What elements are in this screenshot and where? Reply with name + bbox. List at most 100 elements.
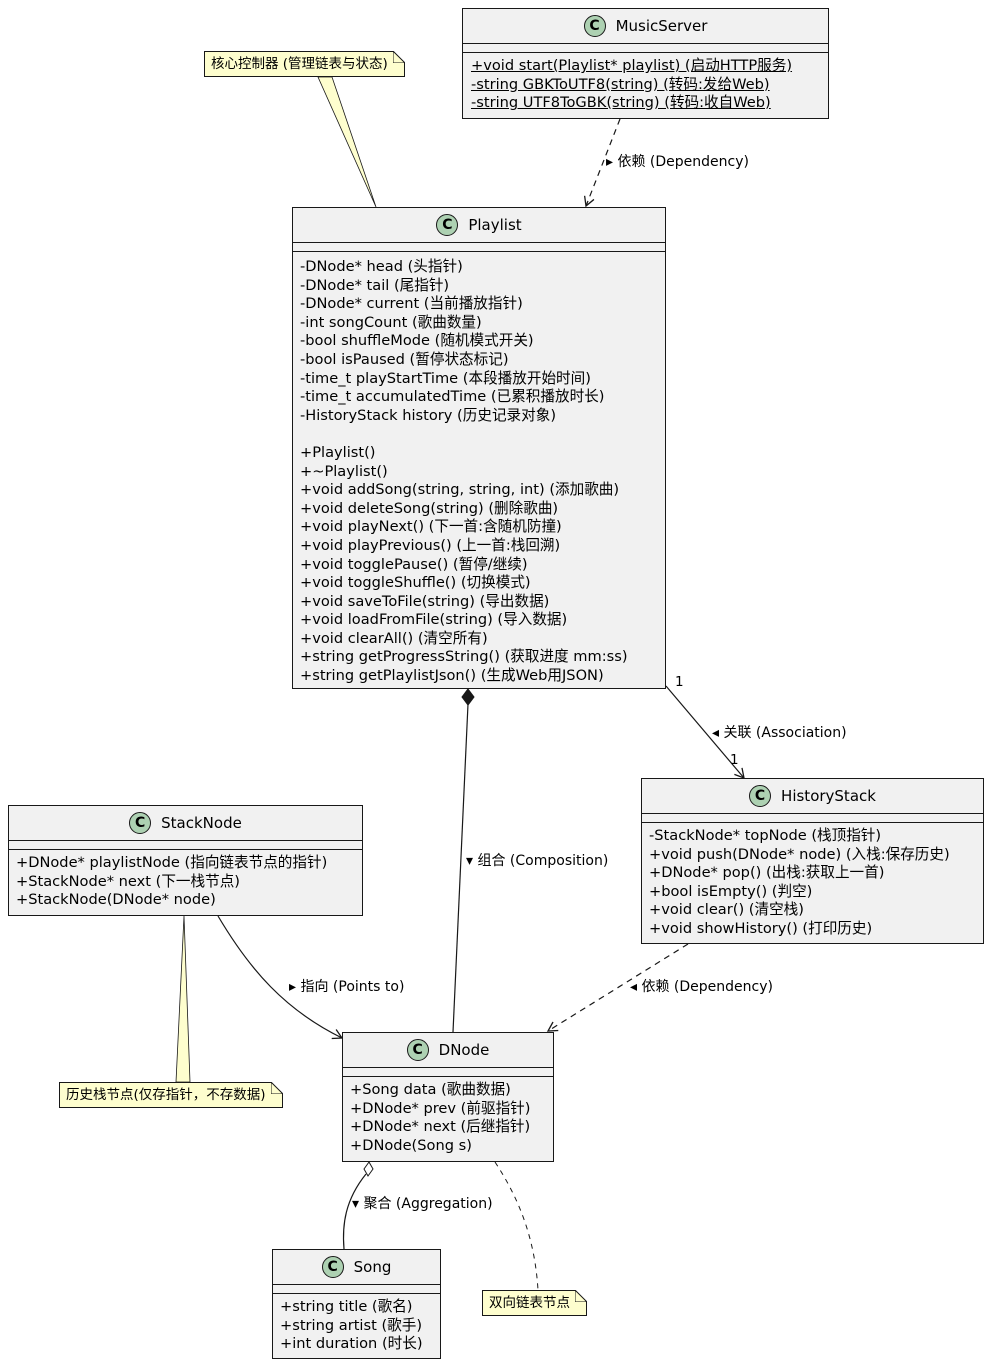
class-header: C DNode <box>343 1033 553 1068</box>
class-method: +~Playlist() <box>300 462 388 480</box>
class-method: +void toggleShuffle() (切换模式) <box>300 574 531 592</box>
class-method: +void clearAll() (清空所有) <box>300 629 488 647</box>
history-stack-class: C HistoryStack -StackNode* topNode (栈顶指针… <box>641 778 984 944</box>
class-field-compartment <box>463 44 828 53</box>
class-method: +void playPrevious() (上一首:栈回溯) <box>300 536 561 554</box>
class-method: +Playlist() <box>300 443 376 461</box>
class-name: Song <box>353 1258 392 1276</box>
aggregation-diamond <box>363 1161 374 1177</box>
class-divider <box>9 841 362 850</box>
dependency-label-text: 依赖 (Dependency) <box>617 154 749 170</box>
association-label-text: 关联 (Association) <box>723 725 847 741</box>
association-label: ◂ 关联 (Association) <box>712 724 847 742</box>
class-members: +string title (歌名) +string artist (歌手) +… <box>273 1294 440 1358</box>
class-method: +void loadFromFile(string) (导入数据) <box>300 611 568 629</box>
class-method: +void togglePause() (暂停/继续) <box>300 555 528 573</box>
stack-node-class: C StackNode +DNode* playlistNode (指向链表节点… <box>8 805 363 916</box>
class-header: C StackNode <box>9 806 362 841</box>
class-member: +DNode* prev (前驱指针) <box>350 1099 531 1117</box>
class-name: MusicServer <box>615 17 708 35</box>
direction-arrow-icon: ◂ <box>712 725 720 741</box>
aggregation-label-text: 聚合 (Aggregation) <box>363 1196 493 1212</box>
class-name: StackNode <box>161 814 242 832</box>
note-fold-icon <box>575 1290 587 1302</box>
direction-arrow-icon: ▾ <box>466 853 474 869</box>
class-method-compartment: +void start(Playlist* playlist) (启动HTTP服… <box>463 53 828 117</box>
playlist-note: 核心控制器 (管理链表与状态) <box>204 51 405 77</box>
direction-arrow-icon: ▸ <box>606 154 614 170</box>
note-fold-icon <box>392 51 405 63</box>
class-method: +void playNext() (下一首:含随机防撞) <box>300 518 562 536</box>
class-field: -DNode* head (头指针) <box>300 258 463 275</box>
class-method: +string getPlaylistJson() (生成Web用JSON) <box>300 667 604 685</box>
class-name: Playlist <box>468 216 522 234</box>
class-member: +void push(DNode* node) (入栈:保存历史) <box>649 845 950 863</box>
association-line <box>665 685 745 780</box>
class-member: +string artist (歌手) <box>280 1316 423 1334</box>
playlist-class: C Playlist -DNode* head (头指针) -DNode* ta… <box>292 207 666 689</box>
class-member: -string UTF8ToGBK(string) (转码:收自Web) <box>471 94 771 112</box>
class-field: -int songCount (歌曲数量) <box>300 313 482 331</box>
dnode-class: C DNode +Song data (歌曲数据) +DNode* prev (… <box>342 1032 554 1162</box>
class-member: +int duration (时长) <box>280 1335 423 1353</box>
class-header: C Song <box>273 1250 440 1285</box>
note-fold-icon <box>270 1082 283 1094</box>
class-divider <box>642 814 983 823</box>
class-field: -HistoryStack history (历史记录对象) <box>300 406 557 424</box>
stack-node-note-connector <box>175 915 191 1083</box>
class-field: -DNode* current (当前播放指针) <box>300 295 523 313</box>
class-member: +DNode(Song s) <box>350 1136 472 1154</box>
dependency2-label-text: 依赖 (Dependency) <box>641 979 773 995</box>
class-members: -StackNode* topNode (栈顶指针) +void push(DN… <box>642 823 983 943</box>
points-to-line <box>217 915 344 1040</box>
class-icon: C <box>749 785 772 807</box>
class-header: C MusicServer <box>463 9 828 44</box>
class-name: DNode <box>438 1041 490 1059</box>
dnode-note-connector <box>494 1161 539 1291</box>
aggregation-label: ▾ 聚合 (Aggregation) <box>352 1195 493 1213</box>
stack-node-note-text: 历史栈节点(仅存指针，不存数据) <box>66 1087 266 1103</box>
class-member: -StackNode* topNode (栈顶指针) <box>649 827 882 844</box>
points-to-label: ▸ 指向 (Points to) <box>289 978 404 996</box>
class-members: -DNode* head (头指针) -DNode* tail (尾指针) -D… <box>293 252 665 690</box>
class-method: +void saveToFile(string) (导出数据) <box>300 592 550 610</box>
class-field: -bool shuffleMode (随机模式开关) <box>300 332 534 350</box>
class-method: +void deleteSong(string) (删除歌曲) <box>300 499 559 517</box>
class-method: +void addSong(string, string, int) (添加歌曲… <box>300 481 620 499</box>
class-field: -bool isPaused (暂停状态标记) <box>300 350 509 368</box>
class-icon: C <box>583 15 606 37</box>
dependency-label: ▸ 依赖 (Dependency) <box>606 153 749 171</box>
class-icon: C <box>129 812 152 834</box>
aggregation-line <box>342 1173 367 1250</box>
class-member: -string GBKToUTF8(string) (转码:发给Web) <box>471 75 770 93</box>
playlist-note-text: 核心控制器 (管理链表与状态) <box>211 56 388 72</box>
stack-node-note: 历史栈节点(仅存指针，不存数据) <box>59 1082 283 1108</box>
association-multiplicity-source: 1 <box>675 674 684 690</box>
class-divider <box>293 243 665 252</box>
composition-diamond <box>461 688 475 706</box>
direction-arrow-icon: ▸ <box>289 979 297 995</box>
class-field: -DNode* tail (尾指针) <box>300 276 450 294</box>
class-icon: C <box>406 1039 429 1061</box>
music-server-class: C MusicServer +void start(Playlist* play… <box>462 8 829 119</box>
direction-arrow-icon: ▾ <box>352 1196 360 1212</box>
dnode-note-text: 双向链表节点 <box>489 1295 570 1311</box>
association-multiplicity-target: 1 <box>730 752 739 768</box>
playlist-note-connector <box>317 76 377 208</box>
direction-arrow-icon: ◂ <box>630 979 638 995</box>
class-members: +Song data (歌曲数据) +DNode* prev (前驱指针) +D… <box>343 1077 553 1159</box>
class-member: +DNode* pop() (出栈:获取上一首) <box>649 864 885 882</box>
class-member: +void start(Playlist* playlist) (启动HTTP服… <box>471 57 793 74</box>
dependency2-line <box>546 943 689 1032</box>
class-field: -time_t playStartTime (本段播放开始时间) <box>300 369 591 387</box>
class-header: C HistoryStack <box>642 779 983 814</box>
class-blank-line <box>300 425 665 444</box>
class-member: +string title (歌名) <box>280 1298 413 1315</box>
class-member: +StackNode(DNode* node) <box>16 891 216 909</box>
dnode-note: 双向链表节点 <box>482 1290 587 1316</box>
class-divider <box>343 1068 553 1077</box>
class-icon: C <box>436 214 459 236</box>
dependency-line <box>583 118 621 208</box>
